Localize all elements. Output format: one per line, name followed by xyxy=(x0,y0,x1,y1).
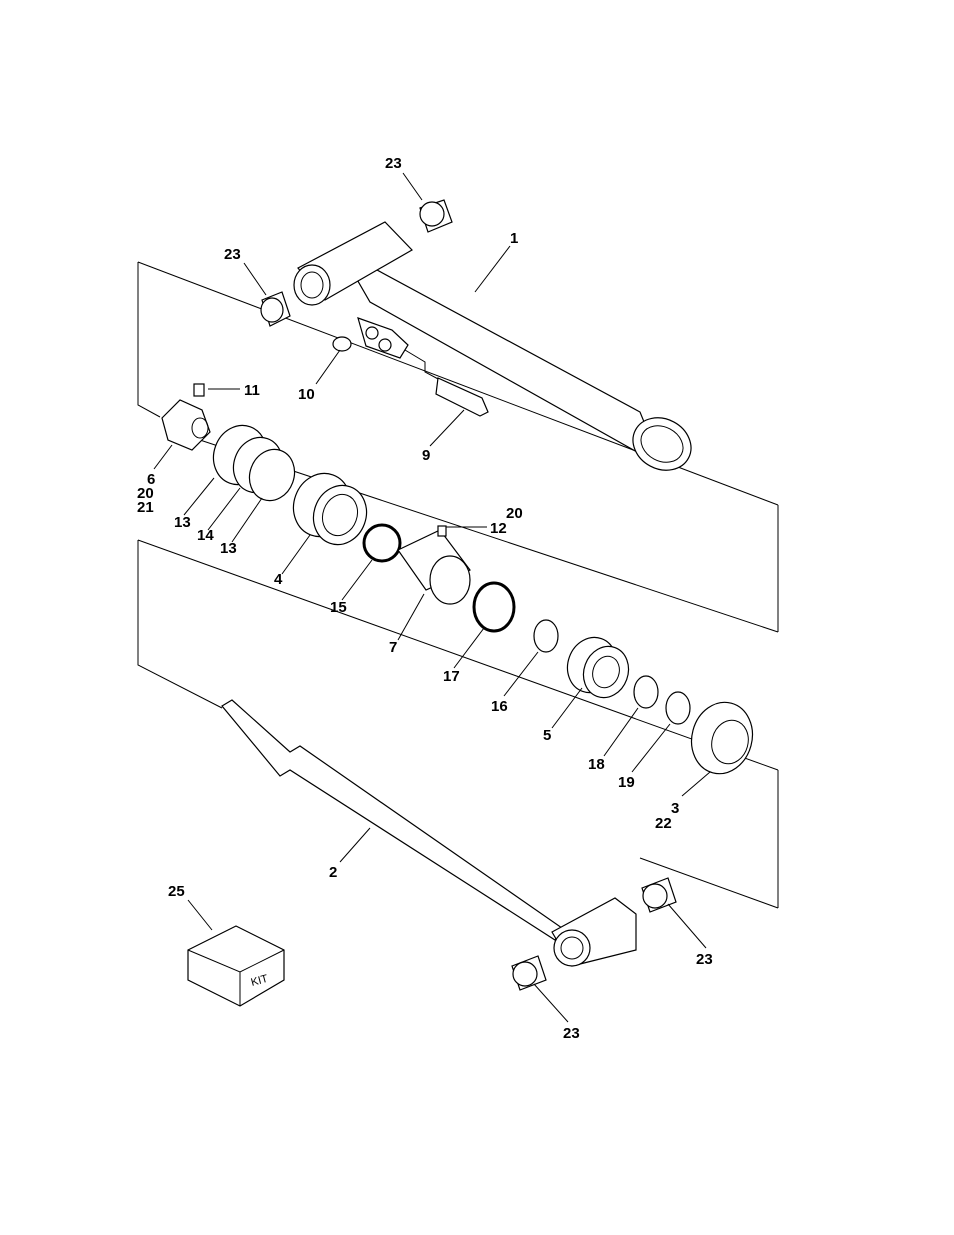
callout-5: 5 xyxy=(543,727,551,744)
bushing-top xyxy=(419,199,453,233)
ring-18 xyxy=(633,675,659,709)
callout-3: 3 xyxy=(671,800,679,817)
callout-9: 9 xyxy=(422,447,430,464)
callout-16: 16 xyxy=(491,698,508,715)
callout-12: 12 xyxy=(490,520,507,537)
piston-part xyxy=(566,636,630,699)
piston-rod xyxy=(221,699,637,967)
callout-13-a: 13 xyxy=(174,514,191,531)
callout-2: 2 xyxy=(329,864,337,881)
ring-19 xyxy=(665,691,691,725)
callout-22: 22 xyxy=(655,815,672,832)
callout-23-top: 23 xyxy=(385,155,402,172)
bushing-lower-right xyxy=(641,877,677,913)
wear-ring-16 xyxy=(533,619,559,653)
callout-18: 18 xyxy=(588,756,605,773)
callout-labels: 23 1 23 11 10 9 6 20 21 13 14 13 4 20 12… xyxy=(137,155,713,1042)
o-ring-17 xyxy=(472,581,516,633)
callout-14: 14 xyxy=(197,527,214,544)
cylinder-barrel xyxy=(293,221,692,471)
seal-rings-group xyxy=(212,424,296,502)
callout-19: 19 xyxy=(618,774,635,791)
fitting-part xyxy=(332,336,352,352)
head-nut-part xyxy=(161,383,211,451)
callout-17: 17 xyxy=(443,668,460,685)
callout-20-head: 20 xyxy=(137,485,154,502)
kit-box: KIT xyxy=(187,925,285,1007)
callout-15: 15 xyxy=(330,599,347,616)
leader-lines xyxy=(153,172,711,1023)
callout-20-spacer: 20 xyxy=(506,505,523,522)
callout-6: 6 xyxy=(147,471,155,488)
o-ring-15 xyxy=(362,523,402,563)
callout-11: 11 xyxy=(244,382,260,399)
bushing-bottom xyxy=(511,955,547,991)
callout-4: 4 xyxy=(274,571,283,588)
callout-23-upper-left: 23 xyxy=(224,246,241,263)
callout-1: 1 xyxy=(510,230,518,247)
callout-7: 7 xyxy=(389,639,397,656)
callout-21: 21 xyxy=(137,499,154,516)
callout-10: 10 xyxy=(298,386,315,403)
callout-13-b: 13 xyxy=(220,540,237,557)
piston-nut-part xyxy=(690,701,754,775)
kit-box-label: KIT xyxy=(250,973,270,989)
callout-23-lower-right: 23 xyxy=(696,951,713,968)
gland-part xyxy=(292,472,368,546)
callout-23-bottom: 23 xyxy=(563,1025,580,1042)
bushing-upper-left xyxy=(260,291,291,327)
callout-25: 25 xyxy=(168,883,185,900)
spacer-part xyxy=(397,525,471,605)
